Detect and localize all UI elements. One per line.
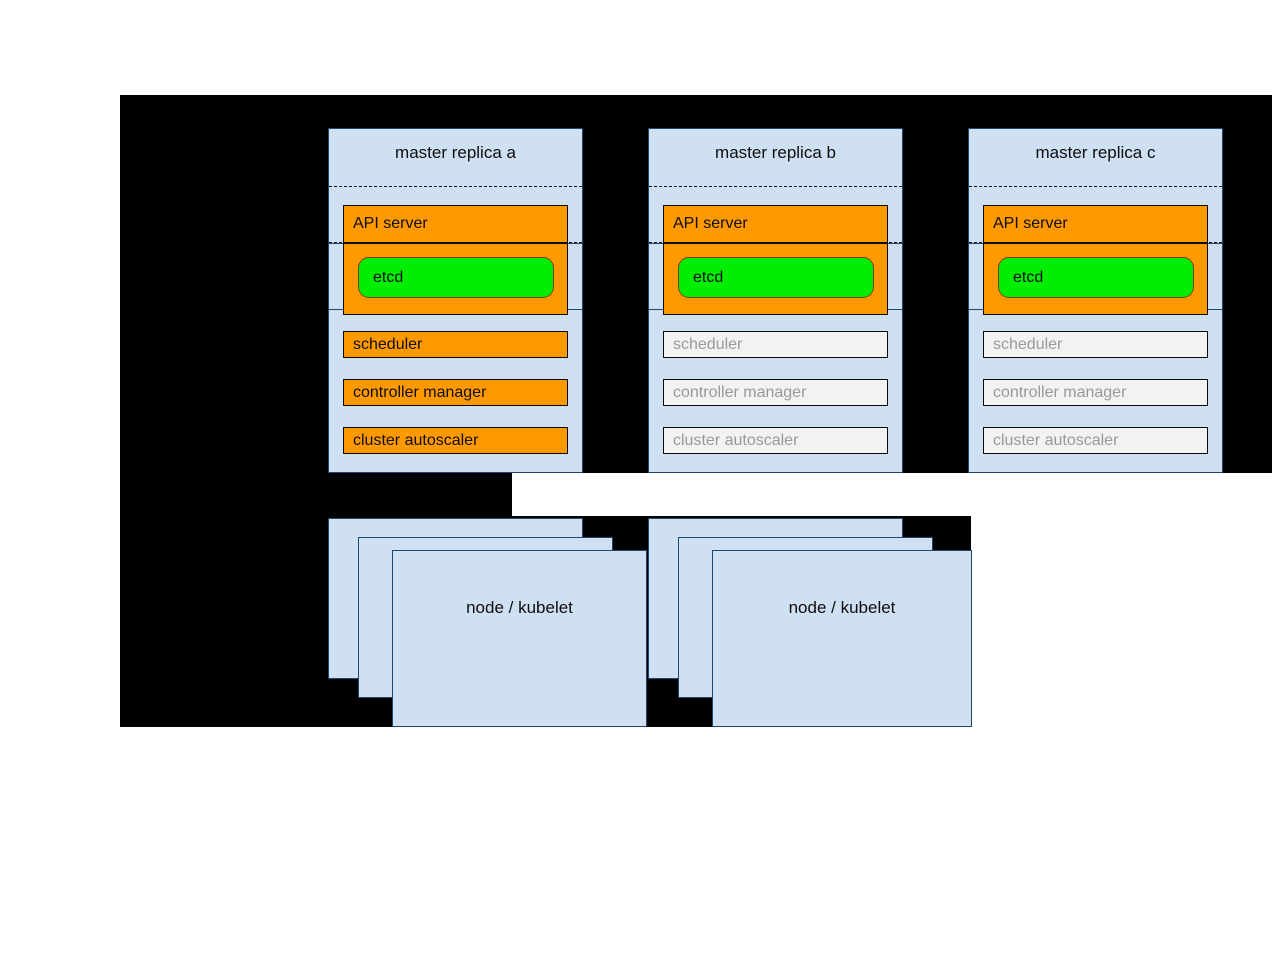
master-replica-c-title: master replica c bbox=[1035, 143, 1156, 162]
master-replica-a-scheduler-label: scheduler bbox=[353, 335, 423, 353]
master-replica-b-scheduler[interactable]: scheduler bbox=[663, 331, 888, 358]
master-replica-a-cluster-autoscaler-label: cluster autoscaler bbox=[353, 431, 479, 449]
master-replica-b-controller-manager[interactable]: controller manager bbox=[663, 379, 888, 406]
master-replica-a-title: master replica a bbox=[395, 143, 516, 162]
master-replica-c-cluster-autoscaler[interactable]: cluster autoscaler bbox=[983, 427, 1208, 454]
master-replica-b-api-server-label: API server bbox=[673, 215, 748, 232]
backdrop-gap bbox=[512, 473, 1272, 516]
master-replica-c-etcd-label: etcd bbox=[1013, 268, 1044, 286]
master-replica-b-cluster-autoscaler[interactable]: cluster autoscaler bbox=[663, 427, 888, 454]
master-replica-b-title: master replica b bbox=[715, 143, 836, 162]
master-replica-a-divider-top bbox=[329, 186, 582, 187]
master-replica-a-controller-manager[interactable]: controller manager bbox=[343, 379, 568, 406]
master-replica-b-cluster-autoscaler-label: cluster autoscaler bbox=[673, 431, 799, 449]
master-replica-a-etcd[interactable]: etcd bbox=[358, 257, 554, 298]
master-replica-b-etcd-label: etcd bbox=[693, 268, 724, 286]
node-stack-1-layer-front[interactable] bbox=[392, 550, 647, 727]
master-replica-b-api-server[interactable]: API server bbox=[663, 205, 888, 243]
master-replica-c-controller-manager-label: controller manager bbox=[993, 383, 1127, 401]
master-replica-a-scheduler[interactable]: scheduler bbox=[343, 331, 568, 358]
master-replica-c-etcd[interactable]: etcd bbox=[998, 257, 1194, 298]
master-replica-a-controller-manager-label: controller manager bbox=[353, 383, 487, 401]
master-replica-a-etcd-label: etcd bbox=[373, 268, 404, 286]
master-replica-c-api-server-label: API server bbox=[993, 215, 1068, 232]
node-stack-2-label: node / kubelet bbox=[788, 598, 896, 617]
master-replica-c-api-server[interactable]: API server bbox=[983, 205, 1208, 243]
master-replica-b-etcd[interactable]: etcd bbox=[678, 257, 874, 298]
master-replica-c-cluster-autoscaler-label: cluster autoscaler bbox=[993, 431, 1119, 449]
master-replica-c-divider-top bbox=[969, 186, 1222, 187]
master-replica-b-scheduler-label: scheduler bbox=[673, 335, 743, 353]
master-replica-b-controller-manager-label: controller manager bbox=[673, 383, 807, 401]
master-replica-a-cluster-autoscaler[interactable]: cluster autoscaler bbox=[343, 427, 568, 454]
node-stack-1-label: node / kubelet bbox=[466, 598, 573, 617]
master-replica-a-api-server[interactable]: API server bbox=[343, 205, 568, 243]
master-replica-b-divider-top bbox=[649, 186, 902, 187]
master-replica-c-controller-manager[interactable]: controller manager bbox=[983, 379, 1208, 406]
master-replica-a-api-server-label: API server bbox=[353, 215, 428, 232]
master-replica-c-scheduler[interactable]: scheduler bbox=[983, 331, 1208, 358]
node-stack-2-layer-front[interactable] bbox=[712, 550, 972, 727]
master-replica-c-scheduler-label: scheduler bbox=[993, 335, 1063, 353]
